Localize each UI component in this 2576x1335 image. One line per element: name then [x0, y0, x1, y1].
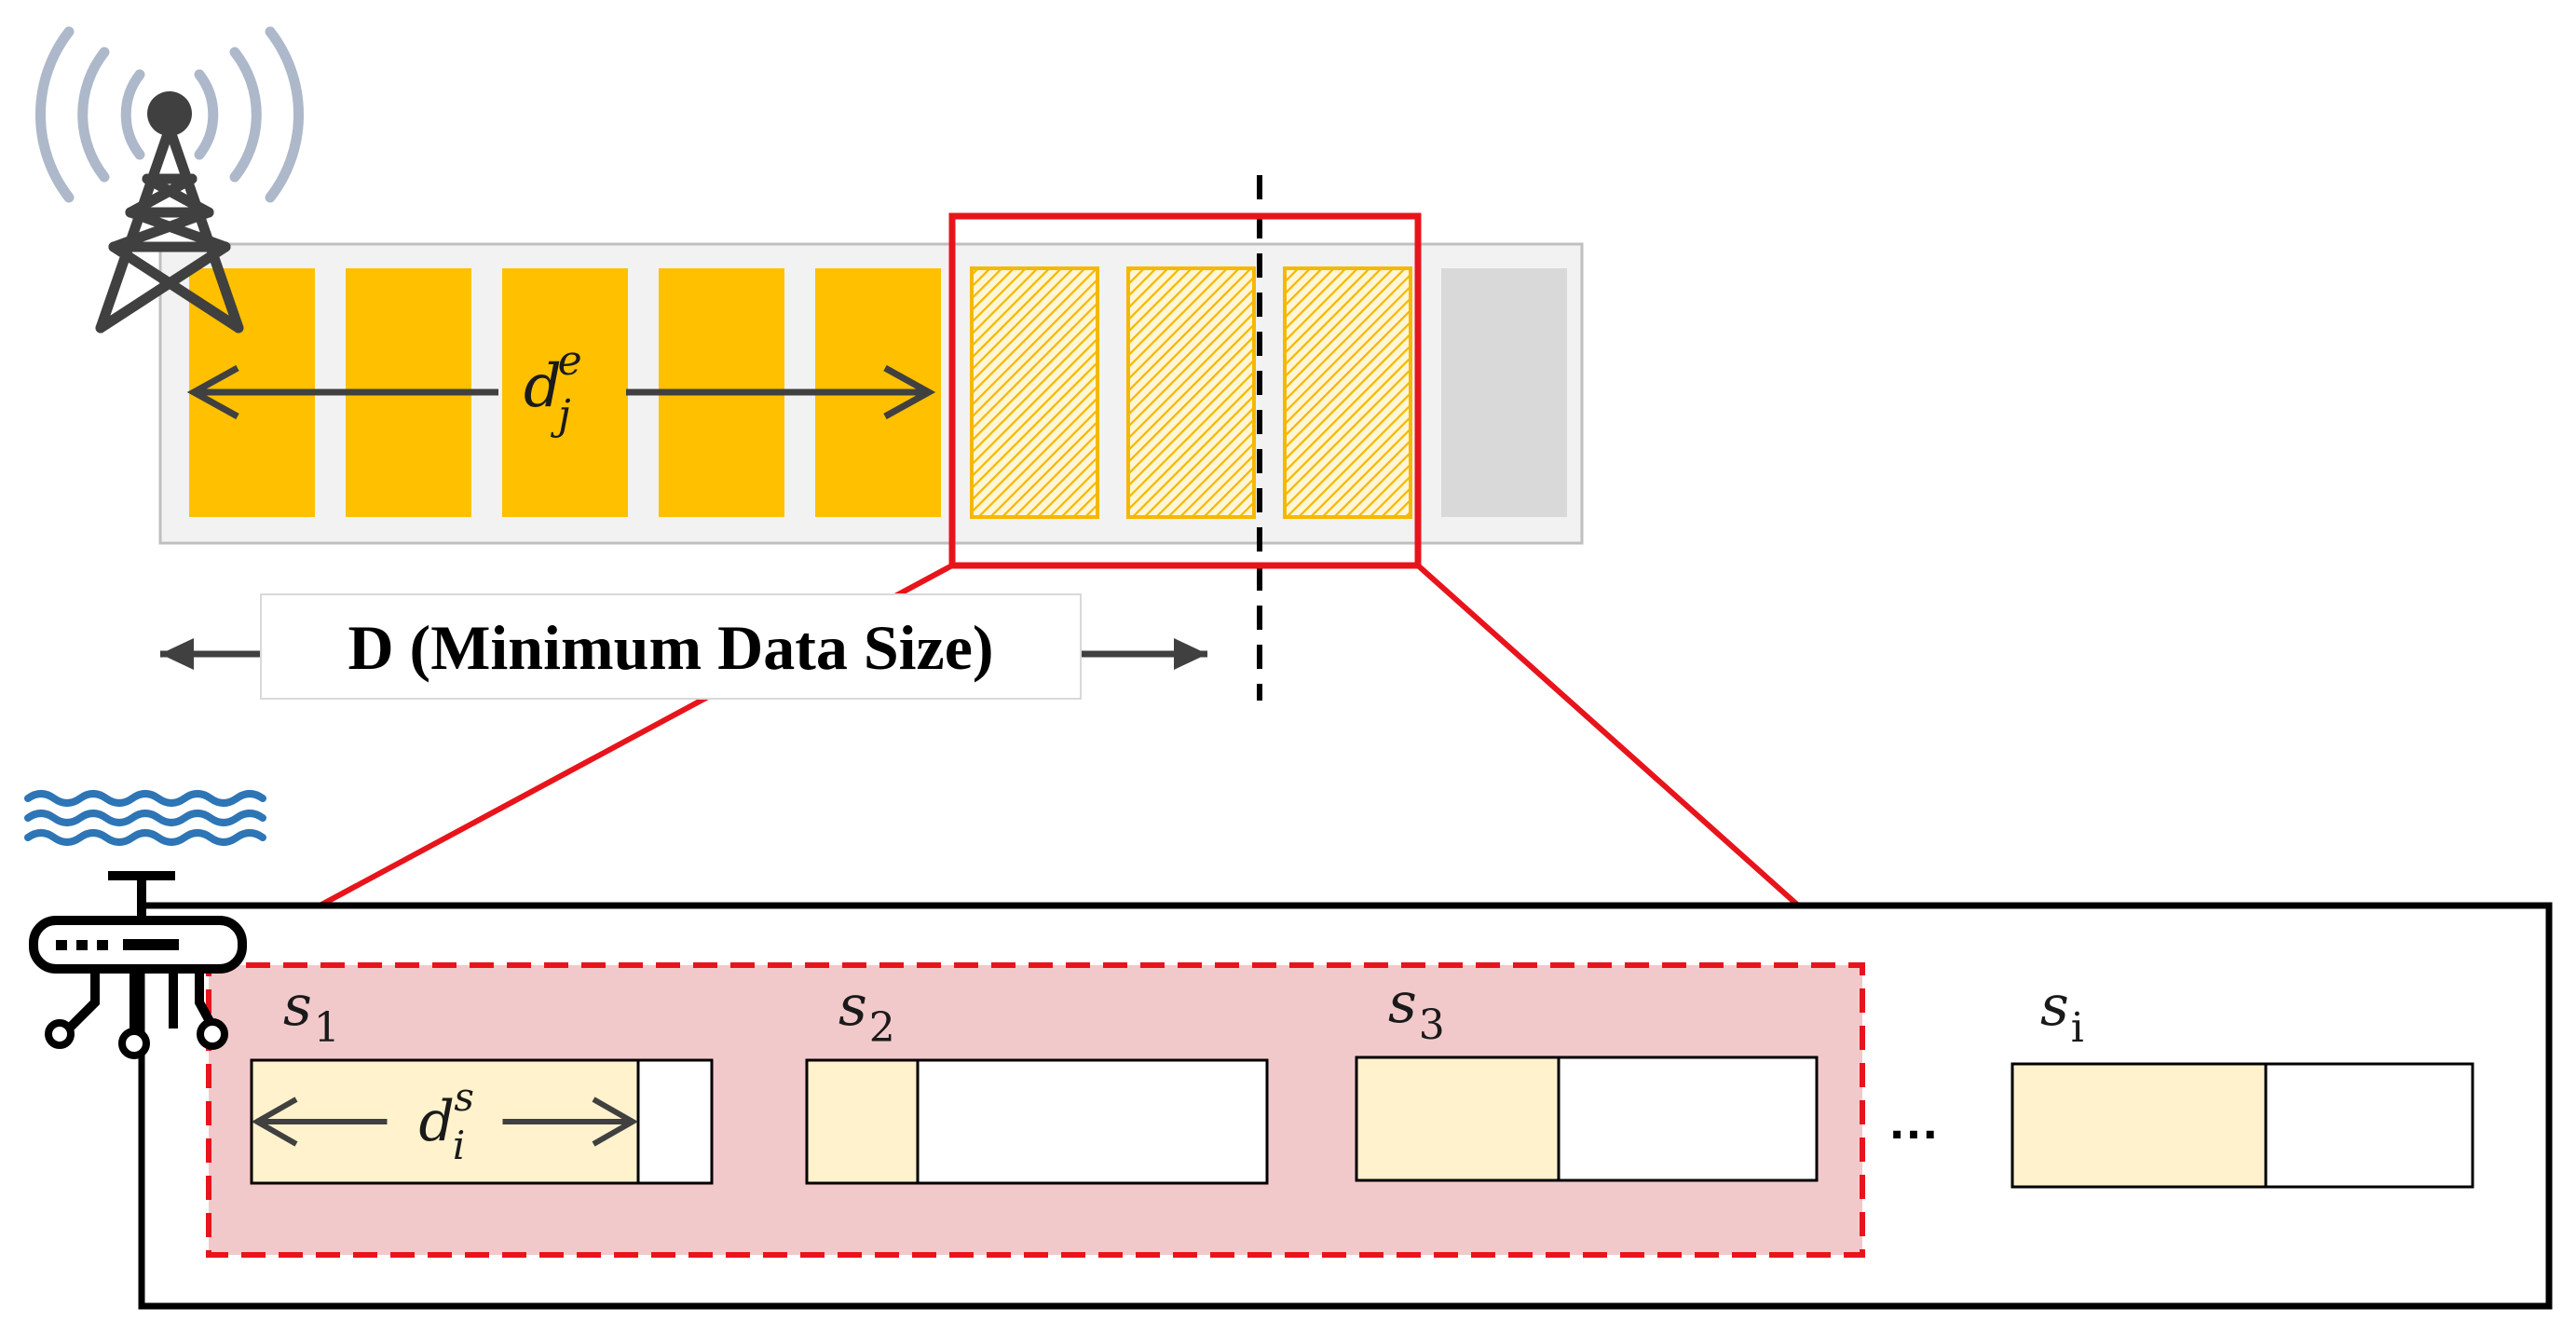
router-icon: [29, 871, 247, 1059]
minimum-data-size-label: D (Minimum Data Size): [348, 612, 993, 683]
sensor-buffer-fill: [1355, 1056, 1561, 1182]
ellipsis: …: [1888, 1091, 1940, 1150]
selected-data-block: [970, 266, 1099, 519]
sensor-buffer-fill: [805, 1058, 920, 1185]
wifi-waves-icon: [24, 790, 266, 846]
sensor-label: si: [2040, 974, 2084, 1052]
zoom-source-box: [948, 212, 1422, 569]
selected-data-block: [1283, 266, 1412, 519]
minimum-data-size-indicator: D (Minimum Data Size): [160, 593, 1207, 700]
empty-data-block: [1441, 268, 1567, 517]
edge-data-size-label: dje: [524, 337, 582, 439]
sensor-label: s3: [1388, 971, 1445, 1049]
sensor-2: s2: [805, 974, 1269, 1185]
sensor-3: s3: [1355, 971, 1819, 1182]
sensor-1: s1 dis: [250, 974, 714, 1185]
selected-data-block: [1126, 266, 1256, 519]
sensor-data-size-label: dis: [419, 1074, 474, 1168]
sensor-label: s1: [283, 974, 340, 1052]
filled-data-block: [502, 268, 628, 517]
sensor-buffer-fill: [2010, 1062, 2268, 1189]
sensor-label: s2: [838, 974, 895, 1052]
edge-data-arrow: [186, 364, 936, 420]
cell-tower-icon: [34, 26, 305, 334]
sensor-4: si: [2010, 974, 2474, 1189]
sensor-buffers: s1 dis s2 s3 si: [250, 971, 2474, 1189]
sensor-data-arrow: [251, 1097, 639, 1147]
